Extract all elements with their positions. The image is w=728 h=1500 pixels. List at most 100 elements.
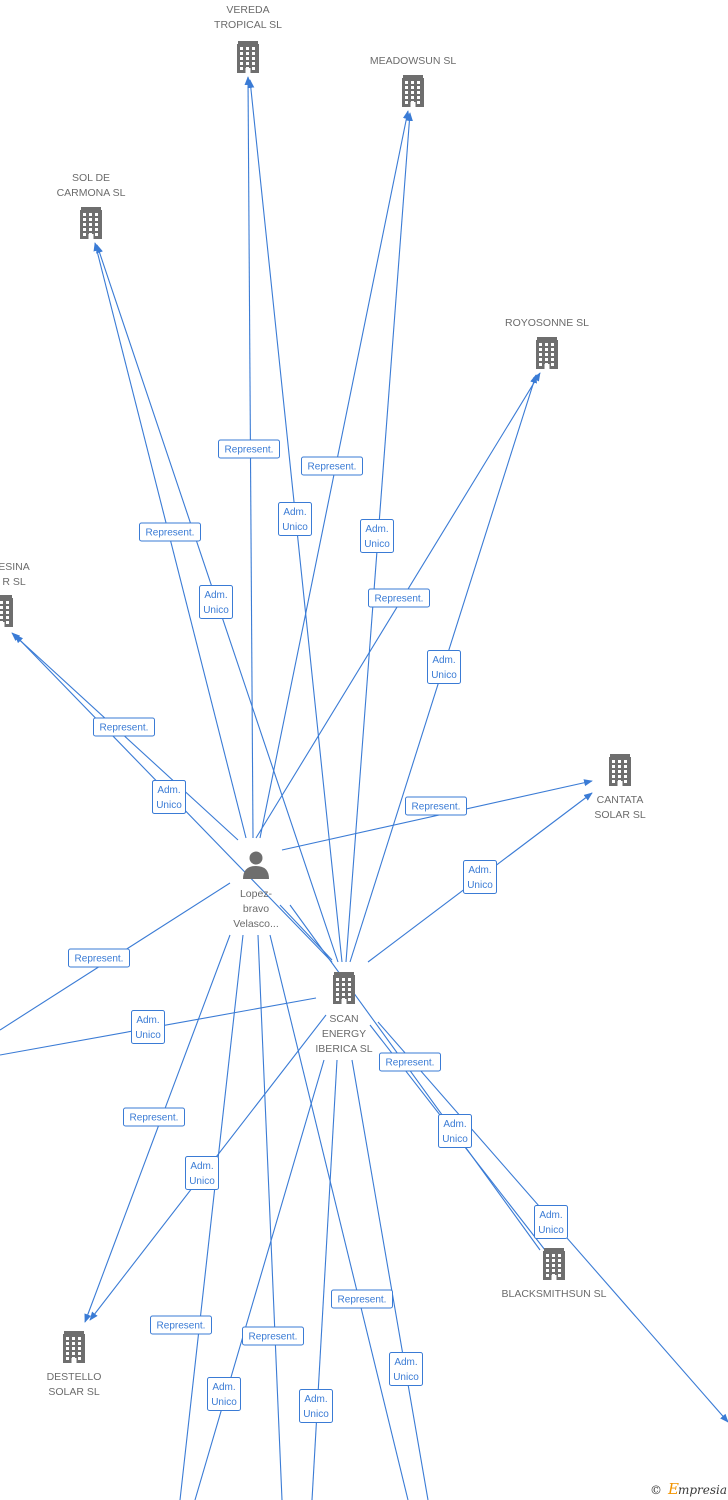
badge-adm-unico[interactable]: Adm.Unico	[131, 1010, 165, 1044]
badge-label: Adm.	[394, 1357, 417, 1368]
badge-box	[463, 860, 497, 894]
relation-edge	[194, 1059, 325, 1500]
badge-represent[interactable]: Represent.	[331, 1289, 393, 1309]
badge-box	[123, 1107, 185, 1127]
node-label: SOL DE	[72, 172, 110, 184]
node-cut_left[interactable]: ESINA R SL	[0, 561, 30, 627]
badge-label: Represent.	[146, 528, 195, 539]
badge-label: Represent.	[225, 445, 274, 456]
relation-edge	[269, 934, 409, 1500]
relation-edge	[84, 934, 231, 1323]
node-label: MEADOWSUN SL	[370, 55, 457, 67]
badge-represent[interactable]: Represent.	[405, 796, 467, 816]
badge-label: Adm.	[432, 655, 455, 666]
node-label: CARMONA SL	[57, 187, 126, 199]
edges-layer	[0, 76, 728, 1500]
relation-edge	[179, 934, 244, 1500]
badge-represent[interactable]: Represent.	[139, 522, 201, 542]
node-label: DESTELLO	[47, 1371, 102, 1383]
badge-box	[139, 522, 201, 542]
badge-adm-unico[interactable]: Adm.Unico	[463, 860, 497, 894]
badge-adm-unico[interactable]: Adm.Unico	[152, 780, 186, 814]
badge-label: Adm.	[283, 507, 306, 518]
badge-box	[207, 1377, 241, 1411]
badge-adm-unico[interactable]: Adm.Unico	[389, 1352, 423, 1386]
badge-box	[331, 1289, 393, 1309]
badge-label: Represent.	[75, 954, 124, 965]
badge-label: Represent.	[386, 1058, 435, 1069]
badge-label: Represent.	[338, 1295, 387, 1306]
node-label: CANTATA	[597, 794, 644, 806]
badge-box	[427, 650, 461, 684]
badge-box	[152, 780, 186, 814]
node-royosonne[interactable]: ROYOSONNE SL	[505, 317, 589, 369]
brand-name: mpresia	[678, 1483, 727, 1497]
badge-label: Adm.	[443, 1119, 466, 1130]
node-label: Velasco...	[233, 918, 279, 930]
badge-represent[interactable]: Represent.	[93, 717, 155, 737]
badge-box	[150, 1315, 212, 1335]
badge-box	[218, 439, 280, 459]
badge-box	[405, 796, 467, 816]
badge-represent[interactable]: Represent.	[150, 1315, 212, 1335]
node-person[interactable]: Lopez-bravoVelasco...	[233, 851, 279, 931]
building-icon	[402, 75, 424, 107]
node-blacksmith[interactable]: BLACKSMITHSUN SL	[501, 1248, 607, 1300]
badge-adm-unico[interactable]: Adm. Unico	[427, 650, 461, 684]
badge-adm-unico[interactable]: Adm. Unico	[207, 1377, 241, 1411]
badge-box	[93, 717, 155, 737]
badge-box	[379, 1052, 441, 1072]
building-icon	[63, 1331, 85, 1363]
node-meadowsun[interactable]: MEADOWSUN SL	[370, 55, 457, 107]
badge-label: Unico	[364, 539, 390, 550]
badge-box	[534, 1205, 568, 1239]
node-label: ROYOSONNE SL	[505, 317, 589, 329]
badge-box	[242, 1326, 304, 1346]
node-label: TROPICAL SL	[214, 19, 282, 31]
badge-label: Unico	[442, 1134, 468, 1145]
badge-label: Unico	[156, 800, 182, 811]
badge-represent[interactable]: Represent.	[123, 1107, 185, 1127]
badge-label: Adm.	[204, 590, 227, 601]
badge-label: Unico	[431, 670, 457, 681]
badge-adm-unico[interactable]: Adm.Unico	[185, 1156, 219, 1190]
badge-adm-unico[interactable]: Adm.Unico	[199, 585, 233, 619]
building-icon	[0, 595, 13, 627]
node-solcarmona[interactable]: SOL DE CARMONA SL	[57, 172, 126, 239]
badge-represent[interactable]: Represent.	[379, 1052, 441, 1072]
node-label: SCAN	[329, 1013, 358, 1025]
badge-box	[438, 1114, 472, 1148]
node-vereda[interactable]: VEREDA TROPICAL SL	[214, 4, 282, 73]
relation-edge	[351, 1059, 429, 1500]
badge-label: Unico	[211, 1397, 237, 1408]
badge-label: Adm.	[136, 1015, 159, 1026]
node-cantata[interactable]: CANTATA SOLAR SL	[594, 754, 646, 821]
badge-represent[interactable]: Represent.	[301, 456, 363, 476]
badge-box	[278, 502, 312, 536]
badge-adm-unico[interactable]: Adm.Unico	[534, 1205, 568, 1239]
badge-adm-unico[interactable]: Adm. Unico	[278, 502, 312, 536]
badge-represent[interactable]: Represent.	[368, 588, 430, 608]
badge-label: Unico	[282, 522, 308, 533]
badge-adm-unico[interactable]: Adm.Unico	[299, 1389, 333, 1423]
badge-represent[interactable]: Represent.	[242, 1326, 304, 1346]
building-icon	[609, 754, 631, 786]
nodes-layer: VEREDA TROPICAL SL MEADOWSUN SL SOL DE CARMO…	[0, 4, 646, 1398]
node-label: VEREDA	[226, 4, 269, 16]
badge-box	[131, 1010, 165, 1044]
building-icon	[543, 1248, 565, 1280]
node-label: ESINA	[0, 561, 30, 573]
badge-represent[interactable]: Represent.	[68, 948, 130, 968]
badge-represent[interactable]: Represent.	[218, 439, 280, 459]
relation-edge	[289, 904, 541, 1251]
badge-label: Unico	[189, 1176, 215, 1187]
badge-adm-unico[interactable]: Adm. Unico	[438, 1114, 472, 1148]
node-label: R SL	[2, 576, 26, 588]
node-label: SOLAR SL	[594, 809, 646, 821]
badge-adm-unico[interactable]: Adm.Unico	[360, 519, 394, 553]
badge-label: Adm.	[212, 1382, 235, 1393]
